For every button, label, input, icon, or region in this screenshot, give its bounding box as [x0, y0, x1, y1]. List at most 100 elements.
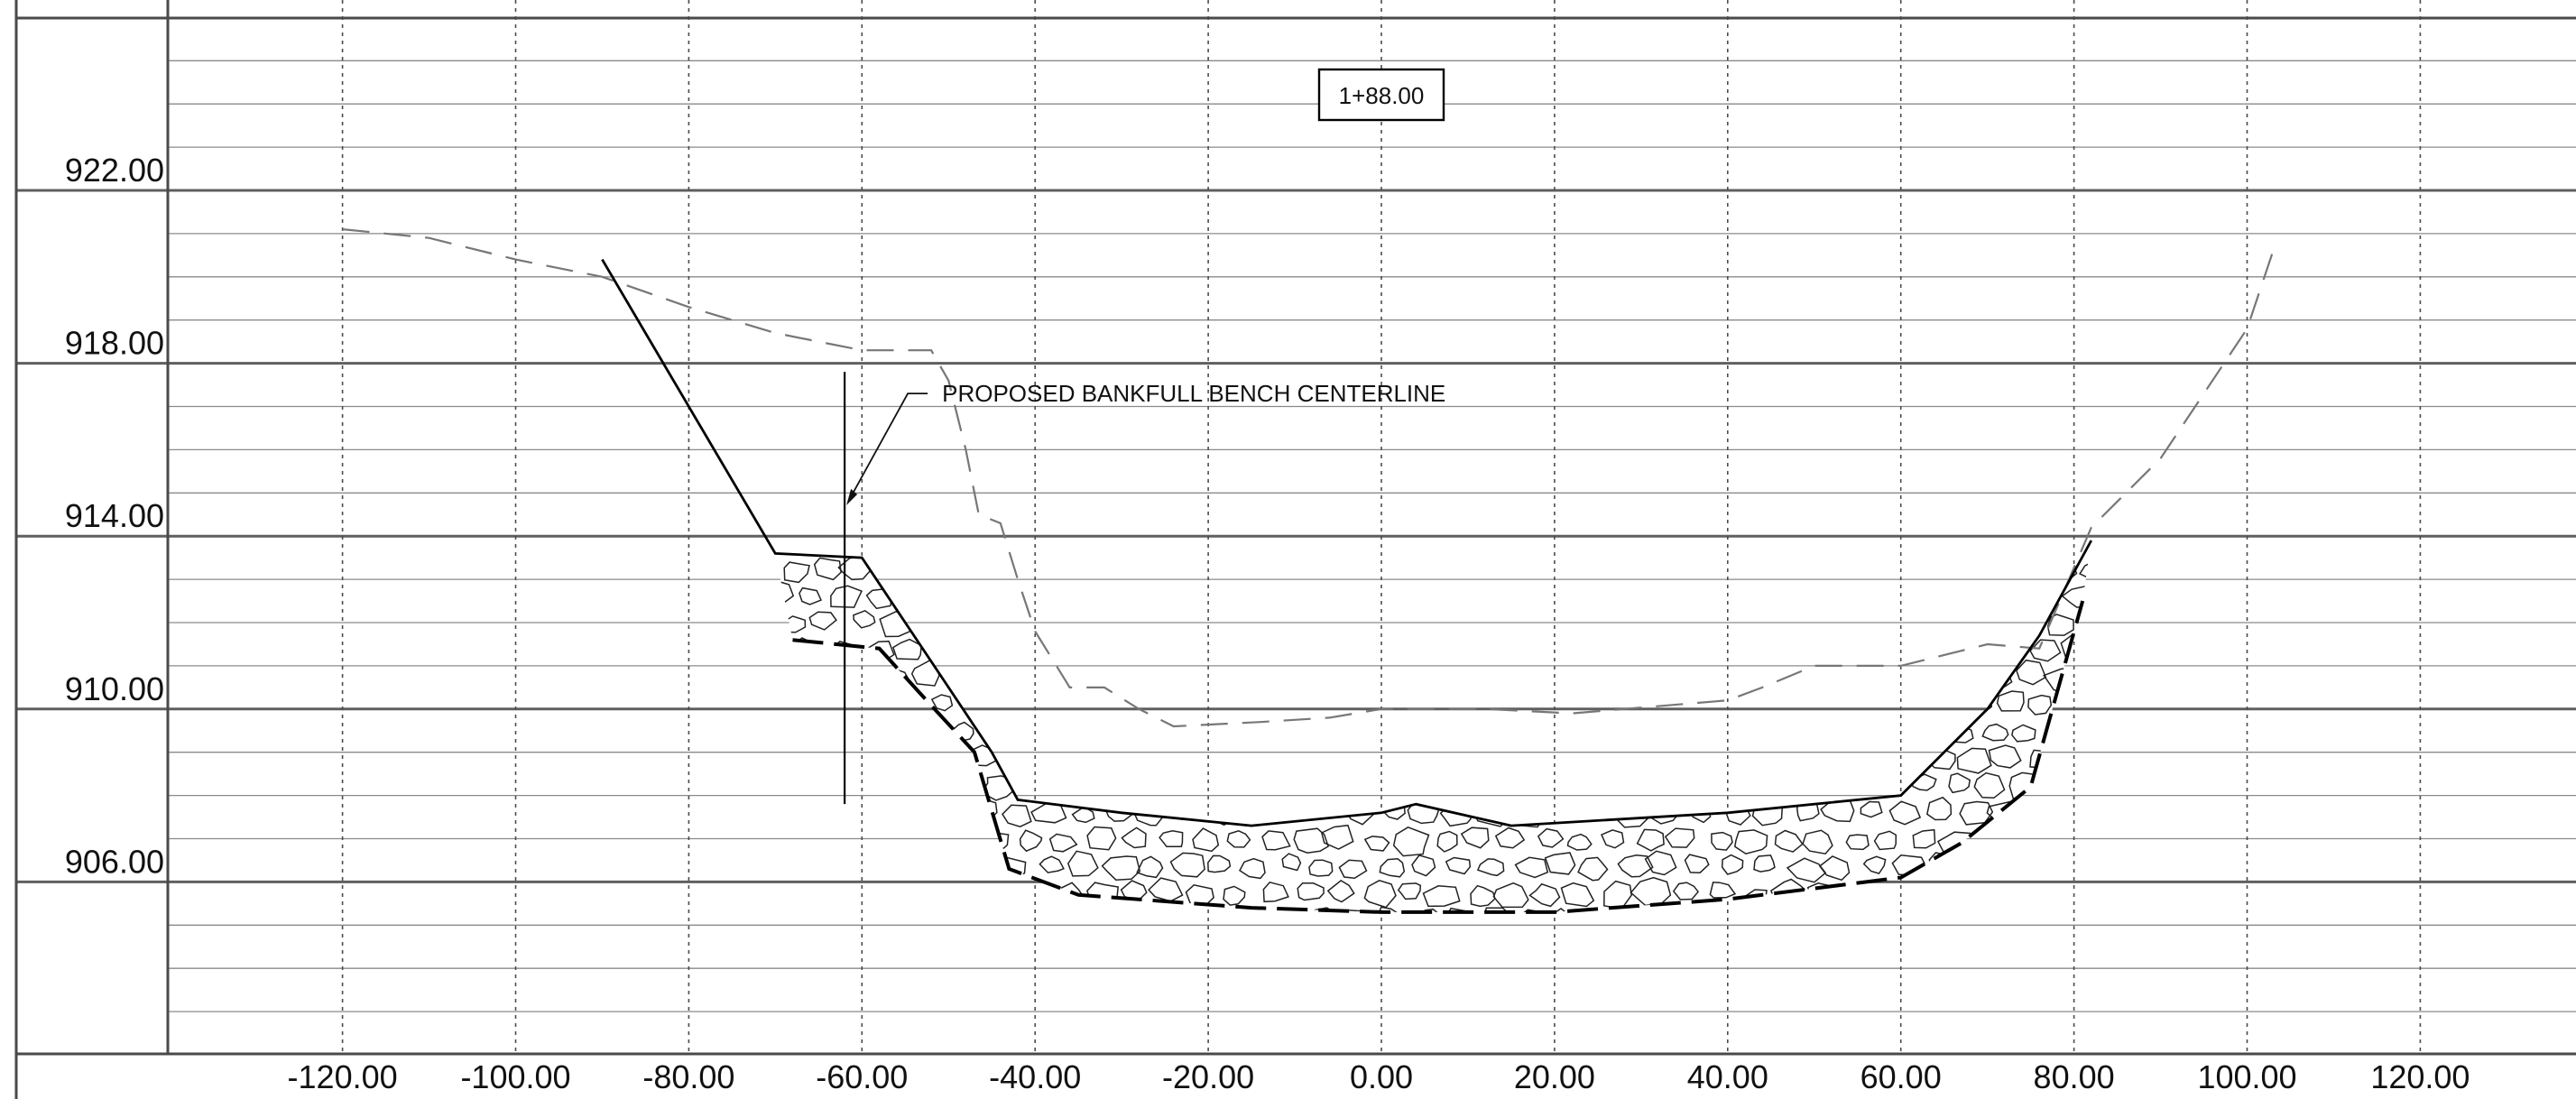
riprap-stone — [1378, 746, 1403, 766]
riprap-stone — [885, 719, 914, 742]
riprap-stone — [781, 503, 807, 525]
riprap-stone — [1400, 717, 1425, 738]
riprap-stone — [1856, 540, 1881, 548]
riprap-stone — [1429, 559, 1452, 578]
riprap-stone — [1039, 855, 1065, 873]
riprap-stone — [1186, 503, 1214, 522]
offset-label: 40.00 — [1687, 1058, 1768, 1095]
riprap-stone — [1637, 772, 1663, 794]
riprap-stone — [830, 585, 863, 608]
riprap-stone — [1914, 511, 1934, 527]
riprap-stone — [1702, 722, 1739, 746]
riprap-stone — [1410, 639, 1434, 660]
riprap-stone — [1648, 636, 1676, 660]
riprap-stone — [1493, 503, 1530, 525]
riprap-stone — [1066, 850, 1099, 877]
riprap-stone — [1085, 770, 1123, 797]
riprap-stone — [1566, 833, 1593, 851]
riprap-stone — [1553, 581, 1580, 604]
riprap-stone — [1083, 502, 1122, 528]
riprap-stone — [1973, 771, 2006, 799]
riprap-stone — [1576, 585, 1611, 610]
riprap-stone — [2011, 724, 2036, 743]
riprap-stone — [1979, 664, 2013, 690]
riprap-stone — [796, 915, 822, 933]
riprap-stone — [1578, 540, 1613, 552]
riprap-stone — [1980, 827, 2008, 847]
riprap-stone — [1683, 540, 1715, 551]
riprap-stone — [2078, 666, 2091, 694]
riprap-stone — [1363, 879, 1397, 909]
riprap-stone — [1363, 836, 1390, 852]
riprap-stone — [1121, 827, 1147, 849]
riprap-stone — [1566, 773, 1597, 794]
riprap-stone — [1805, 505, 1832, 523]
riprap-stone — [1227, 722, 1251, 739]
riprap-stone — [1665, 612, 1698, 634]
riprap-stone — [1962, 852, 1990, 876]
riprap-stone — [1996, 690, 2025, 712]
riprap-stone — [2082, 826, 2091, 845]
riprap-stone — [1711, 831, 1733, 851]
riprap-stone — [1252, 715, 1288, 741]
riprap-stone — [2009, 824, 2045, 853]
riprap-stone — [1088, 666, 1114, 687]
riprap-stone — [1396, 559, 1418, 576]
riprap-stone — [1130, 634, 1169, 660]
riprap-stone — [1509, 695, 1544, 717]
riprap-stone — [1048, 833, 1078, 853]
riprap-stone — [1837, 772, 1872, 797]
riprap-stone — [1791, 585, 1820, 605]
riprap-stone — [897, 540, 925, 550]
riprap-stone — [1544, 852, 1576, 875]
riprap-stone — [736, 882, 772, 905]
riprap-stone — [1772, 723, 1801, 743]
horizontal-major-grid — [16, 189, 2576, 883]
riprap-stone — [1343, 540, 1376, 553]
riprap-stone — [1940, 506, 1971, 527]
elevation-labels: 922.00 918.00 914.00 910.00 906.00 — [65, 152, 164, 880]
riprap-stone — [1664, 827, 1695, 848]
riprap-stone — [1156, 670, 1189, 694]
riprap-stone — [1895, 750, 1924, 771]
riprap-stone — [1314, 747, 1343, 770]
riprap-stone — [1648, 586, 1683, 610]
riprap-stone — [1154, 553, 1188, 579]
riprap-stone — [1408, 540, 1441, 557]
riprap-stone — [1018, 501, 1047, 522]
riprap-stone — [1323, 556, 1353, 578]
station-label-box — [1317, 68, 1445, 122]
riprap-stone — [2033, 852, 2059, 875]
riprap-stone — [929, 857, 965, 880]
riprap-stone — [1359, 774, 1393, 802]
riprap-stone — [1537, 827, 1565, 848]
riprap-stone — [1436, 830, 1458, 853]
riprap-stone — [2042, 881, 2074, 910]
riprap-stone — [1001, 914, 1023, 933]
riprap-stone — [1223, 551, 1251, 577]
riprap-stone — [1785, 635, 1823, 662]
riprap-stone — [1601, 829, 1625, 849]
riprap-stone — [1202, 635, 1233, 657]
riprap-stone — [1668, 722, 1697, 743]
riprap-stone — [1767, 773, 1796, 798]
riprap-stone — [932, 914, 960, 934]
riprap-stone — [1240, 585, 1268, 603]
riprap-stone — [1612, 586, 1641, 612]
riprap-stone — [1892, 640, 1921, 660]
riprap-stone — [1270, 691, 1305, 717]
riprap-stone — [1715, 911, 1750, 912]
riprap-stone — [1492, 882, 1529, 909]
riprap-stone — [1839, 503, 1868, 525]
riprap-stone — [1941, 882, 1969, 903]
riprap-stone — [1301, 638, 1337, 665]
riprap-stone — [1560, 882, 1595, 908]
riprap-stone — [1904, 669, 1936, 691]
offset-label: 0.00 — [1350, 1058, 1413, 1095]
riprap-stone — [1606, 720, 1634, 740]
riprap-stone — [1308, 859, 1334, 877]
riprap-stone — [1261, 830, 1291, 851]
riprap-stone — [1942, 663, 1971, 687]
offset-label: -20.00 — [1162, 1058, 1254, 1095]
riprap-stone — [834, 540, 859, 550]
